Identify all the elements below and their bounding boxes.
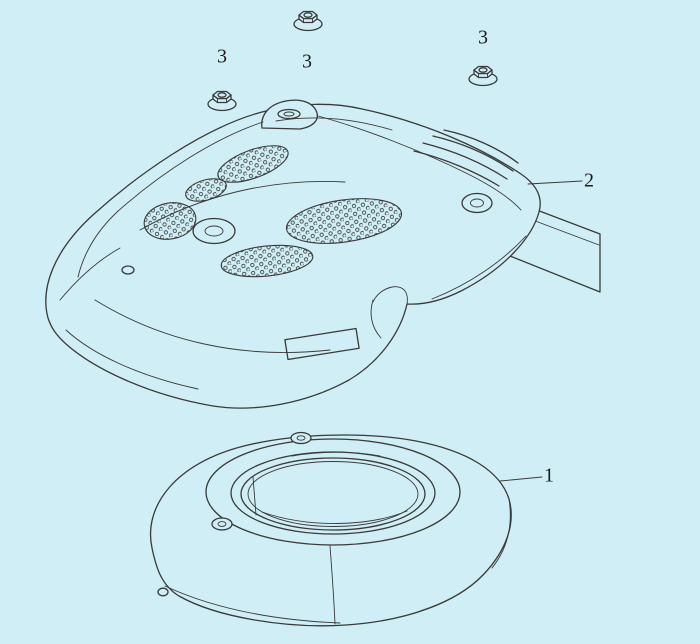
flange-nut-drawing-top (293, 10, 323, 32)
callout-part-2: 2 (584, 169, 594, 192)
leader-line-part-1 (499, 476, 543, 482)
callout-part-3-top: 3 (302, 50, 312, 73)
callout-part-3-right: 3 (478, 26, 488, 49)
flange-nut-drawing-left (207, 90, 237, 112)
leader-line-part-2 (527, 180, 583, 185)
engine-shroud-drawing (45, 99, 601, 409)
callout-part-1: 1 (544, 464, 554, 487)
flange-nut-drawing-right (468, 65, 498, 87)
fan-cover-drawing (150, 431, 512, 627)
callout-part-3-left: 3 (217, 45, 227, 68)
